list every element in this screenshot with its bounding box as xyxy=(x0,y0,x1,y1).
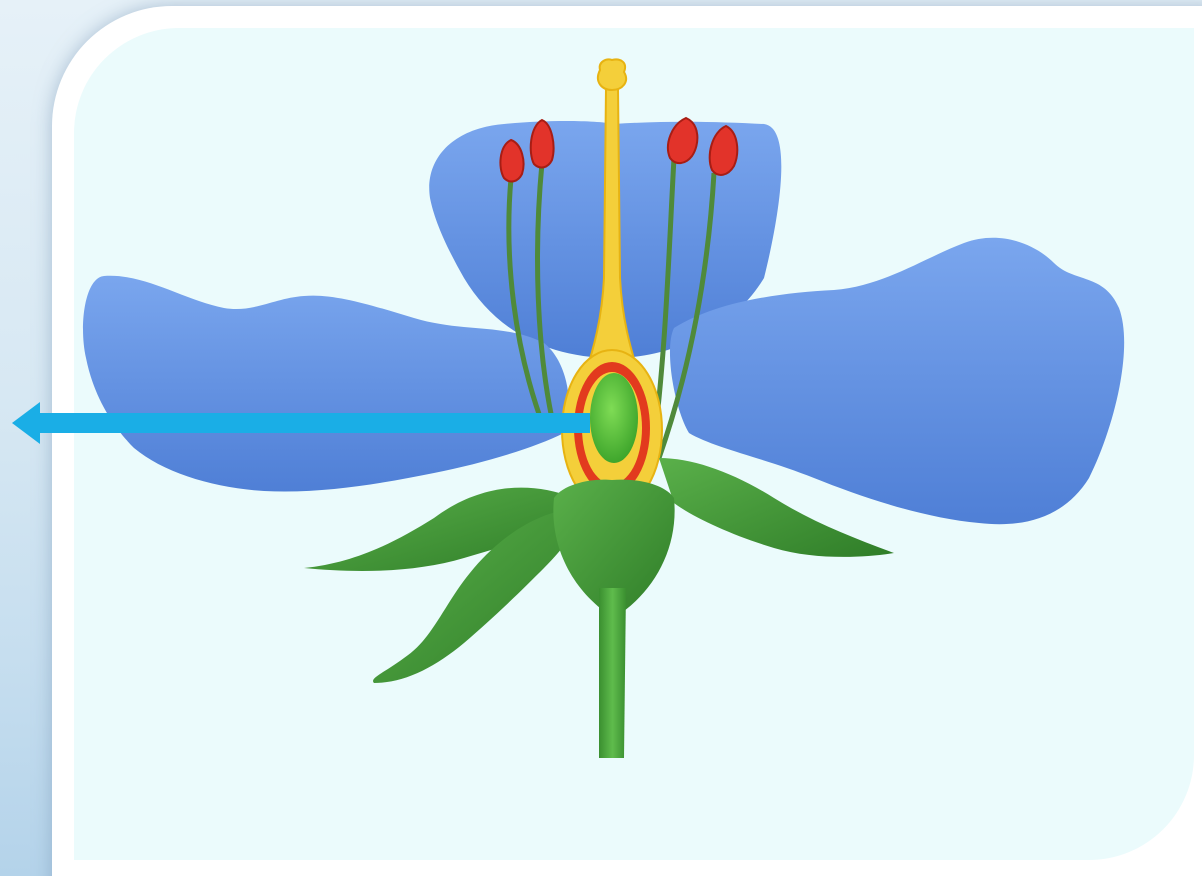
arrow-head xyxy=(12,402,40,444)
arrow-shaft xyxy=(30,413,590,433)
